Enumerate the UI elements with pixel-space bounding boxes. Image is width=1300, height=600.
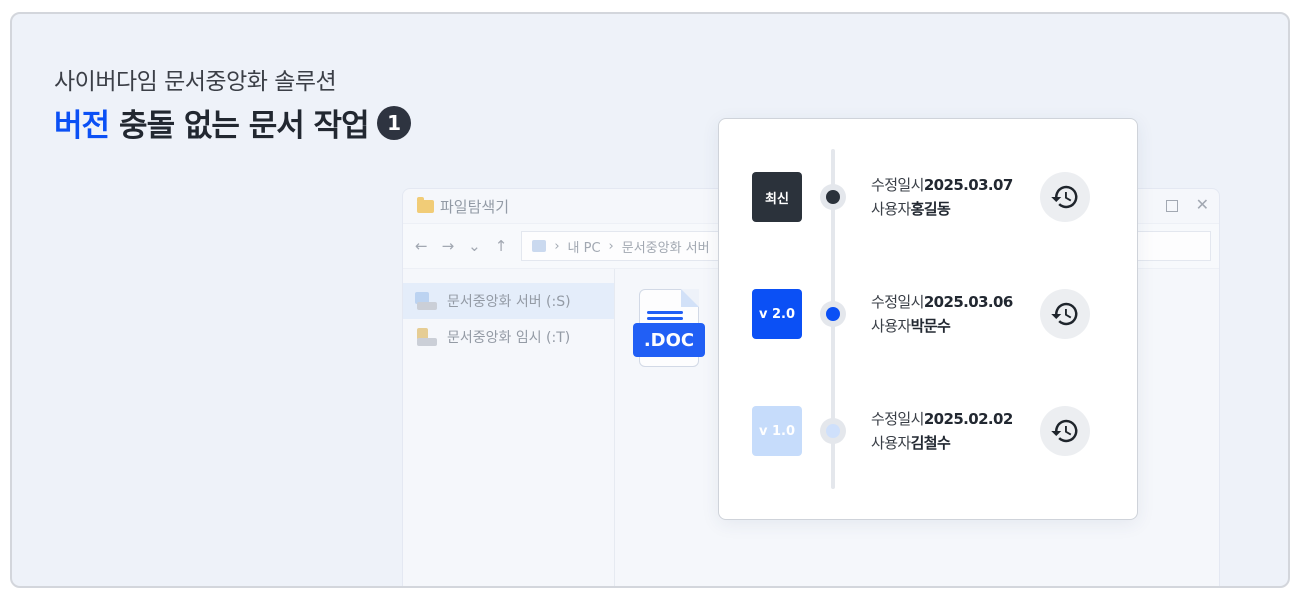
nav-item-server-drive[interactable]: 문서중앙화 서버 (:S) <box>403 283 614 319</box>
breadcrumb-separator: › <box>608 238 614 254</box>
drive-small-icon <box>532 240 547 252</box>
doc-file-icon[interactable]: .DOC <box>633 289 705 369</box>
explorer-body: 문서중앙화 서버 (:S) 문서중앙화 임시 (:T) .DOC <box>403 269 1219 586</box>
locked-drive-icon <box>415 328 437 346</box>
headline-accent: 버전 <box>54 108 110 144</box>
back-arrow-icon[interactable]: ← <box>415 237 428 255</box>
timeline-dot-inner <box>826 190 840 204</box>
timeline-dot-inner <box>826 307 840 321</box>
version-row: v 1.0 수정일시2025.02.02 사용자김철수 <box>719 401 1139 461</box>
user-prefix: 사용자 <box>871 434 911 452</box>
folder-icon <box>417 196 434 213</box>
restore-version-button[interactable] <box>1040 406 1090 456</box>
version-badge: v 1.0 <box>752 406 802 456</box>
breadcrumb-item[interactable]: 문서중앙화 서버 <box>621 240 710 256</box>
explorer-titlebar: 파일탐색기 ✕ <box>403 189 1219 223</box>
chevron-down-icon[interactable]: ⌄ <box>468 237 481 255</box>
timeline-dot-inner <box>826 424 840 438</box>
version-info: 수정일시2025.03.06 사용자박문수 <box>871 290 1013 338</box>
restore-version-button[interactable] <box>1040 289 1090 339</box>
files-pane: .DOC <box>615 269 1219 586</box>
forward-arrow-icon[interactable]: → <box>441 237 455 255</box>
version-user: 김철수 <box>910 434 951 452</box>
version-date: 2025.02.02 <box>923 410 1014 428</box>
history-icon <box>1051 302 1078 326</box>
version-date: 2025.03.06 <box>923 293 1014 311</box>
window-controls: ✕ <box>1165 195 1209 214</box>
version-user: 홍길동 <box>910 200 951 218</box>
up-arrow-icon[interactable]: ↑ <box>494 237 508 255</box>
headline-text: 충돌 없는 문서 작업 <box>119 108 370 144</box>
file-type-label: .DOC <box>633 323 705 357</box>
maximize-icon[interactable] <box>1165 200 1178 212</box>
nav-item-temp-drive[interactable]: 문서중앙화 임시 (:T) <box>403 319 614 355</box>
timeline-dot <box>820 418 846 444</box>
banner-frame: 사이버다임 문서중앙화 솔루션 버전 충돌 없는 문서 작업 1 파일탐색기 ✕… <box>10 12 1290 588</box>
nav-item-label: 문서중앙화 임시 (:T) <box>447 330 571 346</box>
history-icon <box>1051 419 1078 443</box>
subtitle: 사이버다임 문서중앙화 솔루션 <box>54 69 337 95</box>
user-prefix: 사용자 <box>871 200 911 218</box>
timeline-dot <box>820 301 846 327</box>
version-info: 수정일시2025.03.07 사용자홍길동 <box>871 173 1013 221</box>
version-row: 최신 수정일시2025.03.07 사용자홍길동 <box>719 167 1139 227</box>
explorer-title: 파일탐색기 <box>440 197 510 216</box>
timeline-dot <box>820 184 846 210</box>
step-number-badge: 1 <box>376 105 411 140</box>
version-history-panel: 최신 수정일시2025.03.07 사용자홍길동 v 2.0 수정일시2025.… <box>718 118 1138 520</box>
restore-version-button[interactable] <box>1040 172 1090 222</box>
version-date: 2025.03.07 <box>923 176 1014 194</box>
date-prefix: 수정일시 <box>871 410 924 428</box>
navigation-pane: 문서중앙화 서버 (:S) 문서중앙화 임시 (:T) <box>403 269 615 586</box>
date-prefix: 수정일시 <box>871 176 924 194</box>
version-info: 수정일시2025.02.02 사용자김철수 <box>871 407 1013 455</box>
close-icon[interactable]: ✕ <box>1195 195 1209 214</box>
nav-item-label: 문서중앙화 서버 (:S) <box>447 294 571 310</box>
breadcrumb-item[interactable]: 내 PC <box>567 240 601 256</box>
breadcrumb-separator: › <box>554 238 560 254</box>
version-badge: 최신 <box>752 172 802 222</box>
version-badge: v 2.0 <box>752 289 802 339</box>
date-prefix: 수정일시 <box>871 293 924 311</box>
user-prefix: 사용자 <box>871 317 911 335</box>
network-drive-icon <box>415 292 437 310</box>
history-icon <box>1051 185 1078 209</box>
version-user: 박문수 <box>910 317 951 335</box>
version-row: v 2.0 수정일시2025.03.06 사용자박문수 <box>719 284 1139 344</box>
headline: 버전 충돌 없는 문서 작업 1 <box>54 100 411 145</box>
